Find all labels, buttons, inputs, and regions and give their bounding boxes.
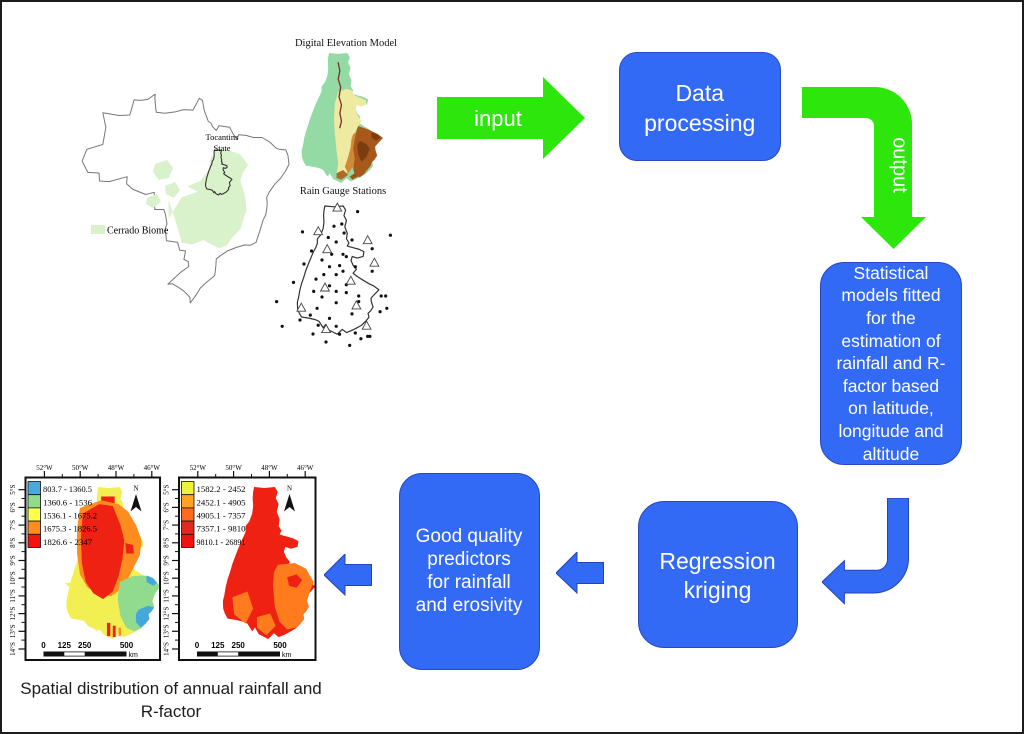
svg-text:12°S: 12°S — [163, 607, 171, 621]
svg-text:52°W: 52°W — [36, 464, 53, 472]
svg-text:12°S: 12°S — [10, 607, 17, 621]
svg-text:1360.6 - 1536: 1360.6 - 1536 — [43, 497, 92, 507]
svg-text:Tocantins: Tocantins — [206, 132, 239, 142]
svg-text:250: 250 — [232, 641, 246, 650]
svg-text:6°S: 6°S — [163, 502, 171, 512]
svg-text:9°S: 9°S — [163, 555, 171, 565]
svg-text:11°S: 11°S — [163, 589, 171, 603]
svg-text:output: output — [889, 137, 911, 193]
svg-text:125: 125 — [211, 641, 225, 650]
svg-text:803.7 - 1360.5: 803.7 - 1360.5 — [43, 484, 92, 494]
svg-text:10°S: 10°S — [10, 571, 17, 585]
svg-text:7°S: 7°S — [163, 520, 171, 530]
svg-text:50°W: 50°W — [72, 464, 89, 472]
svg-text:9°S: 9°S — [10, 555, 17, 565]
svg-text:10°S: 10°S — [163, 571, 171, 585]
svg-text:48°W: 48°W — [261, 464, 278, 472]
svg-text:14°S: 14°S — [163, 642, 171, 656]
svg-text:6°S: 6°S — [10, 502, 17, 512]
svg-text:0: 0 — [41, 641, 46, 650]
svg-text:14°S: 14°S — [10, 642, 17, 656]
svg-text:13°S: 13°S — [163, 624, 171, 638]
svg-text:46°W: 46°W — [297, 464, 314, 472]
svg-text:5°S: 5°S — [163, 485, 171, 495]
svg-text:46°W: 46°W — [144, 464, 161, 472]
svg-text:Cerrado Biome: Cerrado Biome — [107, 226, 169, 237]
svg-text:48°W: 48°W — [108, 464, 125, 472]
svg-text:km: km — [282, 652, 292, 659]
svg-text:500: 500 — [273, 641, 287, 650]
svg-text:500: 500 — [120, 641, 134, 650]
svg-text:State: State — [214, 143, 231, 153]
svg-text:250: 250 — [78, 641, 92, 650]
svg-text:1675.3 - 1826.5: 1675.3 - 1826.5 — [43, 524, 97, 534]
svg-text:11°S: 11°S — [10, 589, 17, 603]
svg-text:1826.6 - 2347: 1826.6 - 2347 — [43, 537, 92, 547]
svg-text:0: 0 — [195, 641, 200, 650]
svg-text:4905.1 - 7357: 4905.1 - 7357 — [197, 511, 246, 521]
svg-text:input: input — [474, 106, 522, 131]
svg-text:km: km — [129, 652, 139, 659]
svg-text:7357.1 - 9810: 7357.1 - 9810 — [197, 524, 246, 534]
svg-text:9810.1 - 26891: 9810.1 - 26891 — [197, 537, 246, 547]
svg-text:125: 125 — [58, 641, 72, 650]
svg-text:52°W: 52°W — [190, 464, 207, 472]
svg-text:7°S: 7°S — [10, 520, 17, 530]
svg-text:5°S: 5°S — [10, 485, 17, 495]
svg-text:1582.2 - 2452: 1582.2 - 2452 — [197, 484, 246, 494]
svg-text:2452.1 - 4905: 2452.1 - 4905 — [197, 497, 246, 507]
svg-text:N: N — [133, 485, 138, 493]
svg-text:8°S: 8°S — [163, 538, 171, 548]
svg-text:13°S: 13°S — [10, 624, 17, 638]
svg-text:1536.1 - 1675.2: 1536.1 - 1675.2 — [43, 511, 97, 521]
svg-text:8°S: 8°S — [10, 538, 17, 548]
svg-text:N: N — [287, 485, 292, 493]
svg-text:50°W: 50°W — [225, 464, 242, 472]
